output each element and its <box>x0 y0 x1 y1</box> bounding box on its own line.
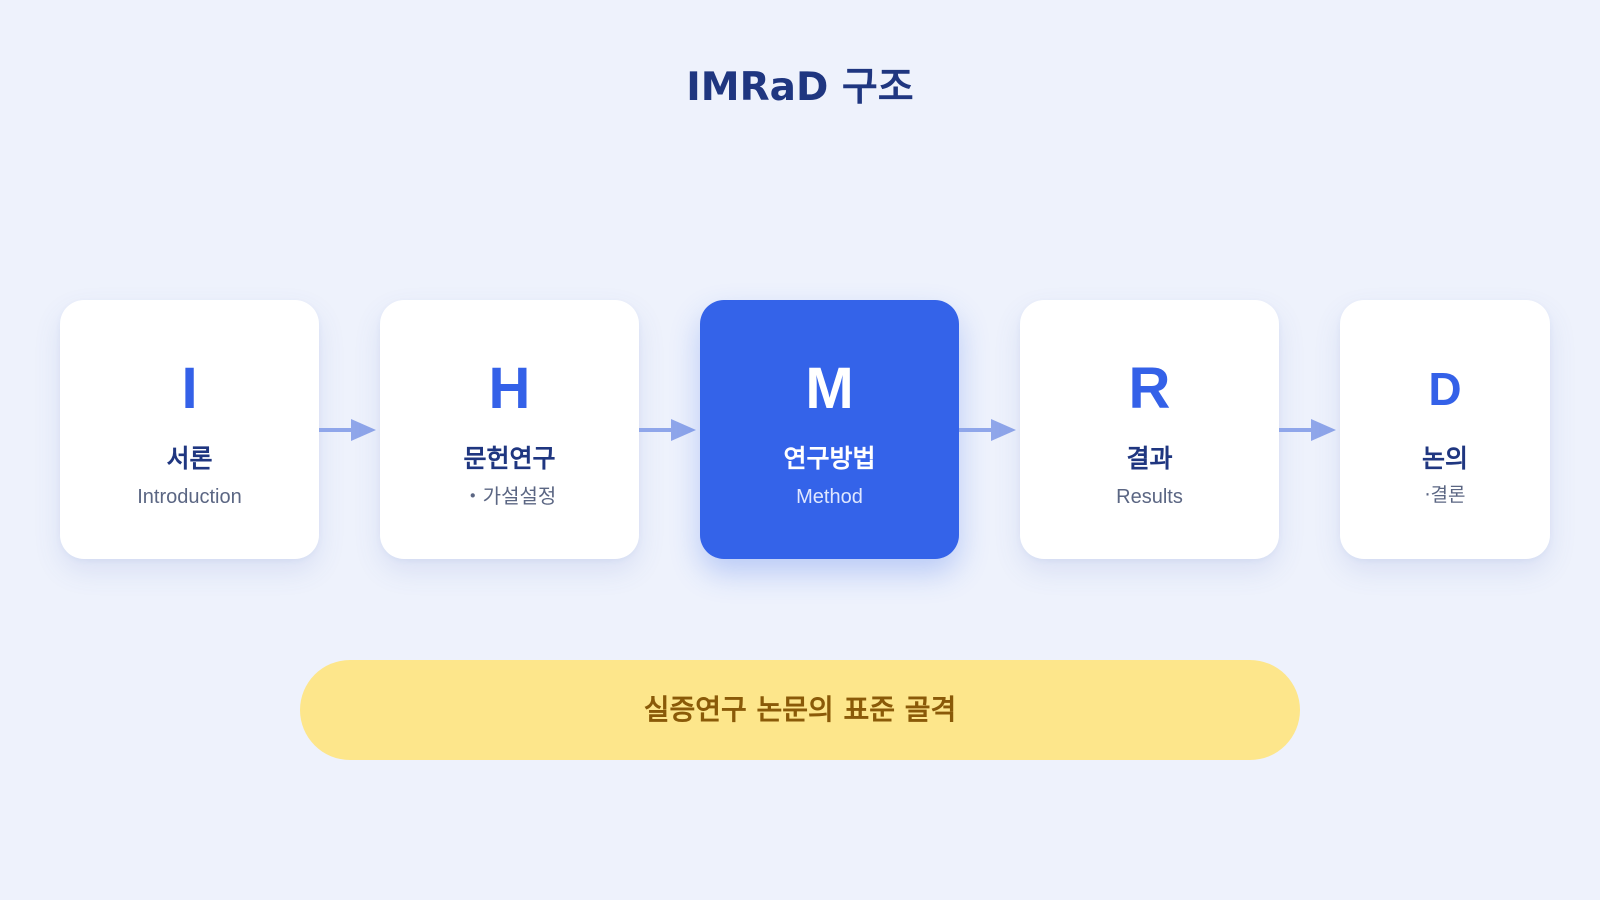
page-title: IMRaD 구조 <box>686 65 914 110</box>
step-letter: R <box>1128 356 1171 421</box>
arrow-right-icon <box>959 419 1016 441</box>
step-letter: H <box>488 356 531 421</box>
step-subtitle: ・가설설정 <box>462 486 557 508</box>
step-title: 논의 <box>1421 444 1468 473</box>
step-subtitle: Results <box>1116 486 1183 508</box>
step-card-method: M 연구방법 Method <box>700 300 959 559</box>
arrow-right-icon <box>639 419 696 441</box>
arrow-right-icon <box>1279 419 1336 441</box>
step-title: 연구방법 <box>783 444 876 473</box>
step-card-hypothesis: H 문헌연구 ・가설설정 <box>380 300 639 559</box>
step-title: 결과 <box>1126 444 1173 473</box>
step-letter: D <box>1428 363 1462 415</box>
step-subtitle: ·결론 <box>1424 484 1466 506</box>
step-title: 서론 <box>166 444 213 473</box>
arrow-right-icon <box>319 419 376 441</box>
step-letter: M <box>805 356 854 421</box>
step-title: 문헌연구 <box>463 444 556 473</box>
step-letter: I <box>181 356 198 421</box>
step-subtitle: Method <box>796 486 863 508</box>
step-card-discussion: D 논의 ·결론 <box>1340 300 1550 559</box>
step-subtitle: Introduction <box>137 486 242 508</box>
step-card-introduction: I 서론 Introduction <box>60 300 319 559</box>
step-card-results: R 결과 Results <box>1020 300 1279 559</box>
summary-banner: 실증연구 논문의 표준 골격 <box>300 660 1300 760</box>
